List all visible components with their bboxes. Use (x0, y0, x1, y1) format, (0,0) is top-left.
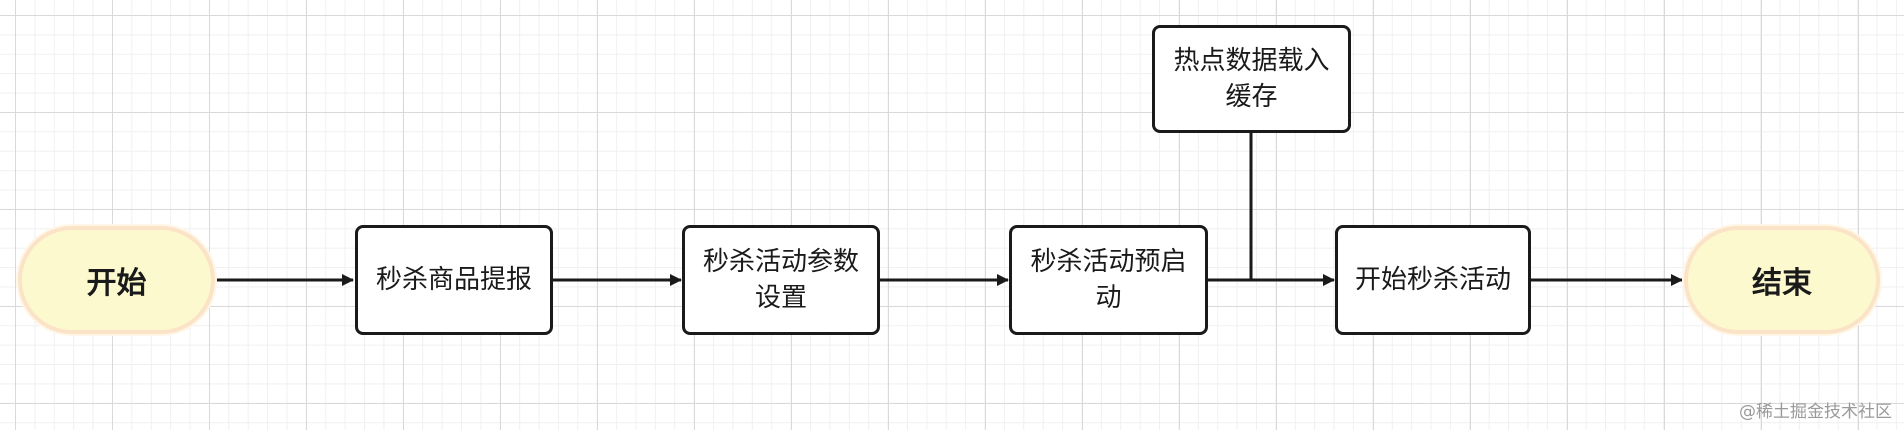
begin-node-label: 开始秒杀活动 (1354, 265, 1511, 295)
params-node: 秒杀活动参数 设置 (682, 225, 880, 335)
start-node-label: 开始 (86, 266, 147, 301)
end-node: 结束 (1684, 226, 1880, 334)
watermark: @稀土掘金技术社区 (1739, 402, 1892, 422)
cache-node: 热点数据载入 缓存 (1152, 25, 1351, 133)
end-node-label: 结束 (1752, 266, 1812, 301)
start-node: 开始 (18, 226, 215, 334)
submit-node: 秒杀商品提报 (355, 225, 553, 335)
preheat-node-label: 秒杀活动预启 动 (1030, 247, 1187, 313)
submit-node-label: 秒杀商品提报 (375, 265, 532, 295)
cache-node-label: 热点数据载入 缓存 (1173, 46, 1330, 112)
begin-node: 开始秒杀活动 (1335, 225, 1531, 335)
preheat-node: 秒杀活动预启 动 (1009, 225, 1208, 335)
params-node-label: 秒杀活动参数 设置 (702, 247, 859, 313)
